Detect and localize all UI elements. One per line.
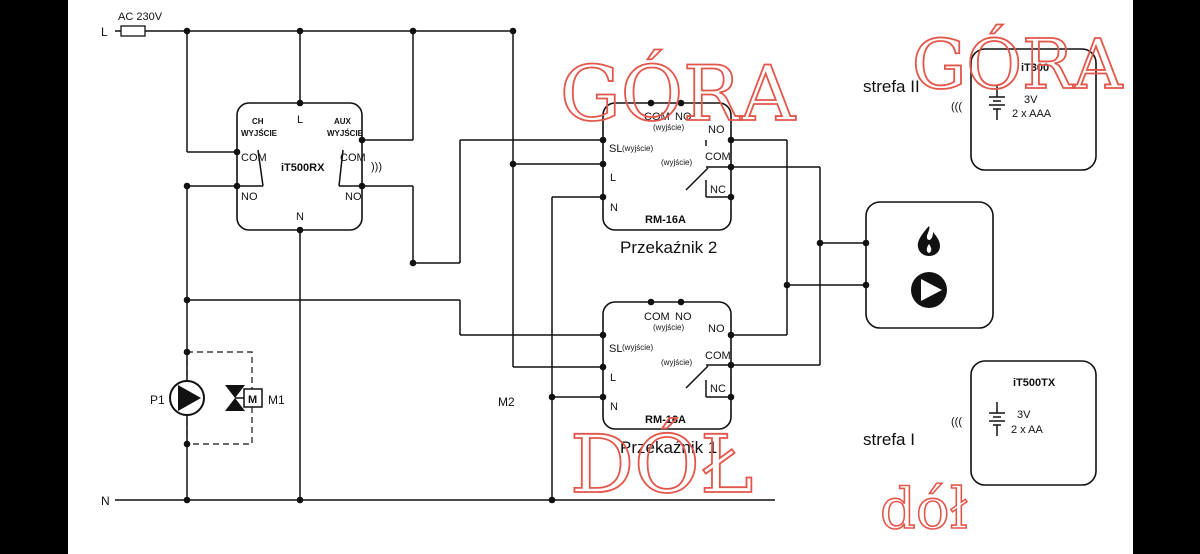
supply-label: AC 230V bbox=[118, 11, 163, 23]
relay-top-nc: NC bbox=[710, 184, 726, 196]
relay-top-no-top: NO bbox=[675, 111, 692, 123]
relay-top-caption: Przekaźnik 2 bbox=[620, 238, 717, 257]
relay-top-sl: SL bbox=[609, 143, 622, 155]
relay-bottom: COM NO (wyjście) NO SL (wyjście) COM (wy… bbox=[602, 301, 732, 430]
relay-top-no: NO bbox=[708, 124, 725, 136]
zone1-voltage: 3V bbox=[1017, 409, 1031, 421]
valve-label: M1 bbox=[268, 393, 285, 407]
zone1-label: strefa I bbox=[863, 430, 915, 449]
pump-label: P1 bbox=[150, 393, 165, 407]
controller-l-label: L bbox=[297, 114, 303, 126]
pump-valve-group: M P1 M1 bbox=[150, 351, 285, 445]
relay-bottom-n: N bbox=[610, 401, 618, 413]
zone1-battery: 2 x AA bbox=[1011, 424, 1043, 436]
handwriting-dol-right: dół bbox=[880, 477, 968, 542]
phase-label: L bbox=[101, 25, 108, 39]
zone2-voltage: 3V bbox=[1024, 94, 1038, 106]
relay-bottom-com-right: COM bbox=[705, 350, 731, 362]
relay-top-l: L bbox=[610, 172, 616, 184]
zone2-battery: 2 x AAA bbox=[1012, 108, 1052, 120]
relay-bottom-wyjscie-top: (wyjście) bbox=[653, 323, 684, 332]
m2-label: M2 bbox=[498, 395, 515, 409]
ch-no-label: NO bbox=[241, 191, 258, 203]
handwriting-gora-right: GÓRA bbox=[912, 25, 1123, 105]
ch-header: CH bbox=[252, 117, 264, 126]
relay-top-com: COM bbox=[644, 111, 670, 123]
handwriting-gora-left: GÓRA bbox=[560, 49, 796, 138]
wireless-icon: ))) bbox=[371, 161, 382, 173]
relay-top-wyjscie-sl: (wyjście) bbox=[622, 144, 653, 153]
relay-top-model: RM-16A bbox=[645, 214, 686, 226]
relay-bottom-no-top: NO bbox=[675, 311, 692, 323]
junction-dots bbox=[183, 27, 870, 504]
controller-n-label: N bbox=[296, 211, 304, 223]
motor-box bbox=[243, 388, 263, 408]
zone1-wireless-icon: ((( bbox=[951, 416, 962, 428]
zone2-device: iT300 bbox=[1021, 62, 1049, 74]
ch-output-label: WYJŚCIE bbox=[241, 129, 278, 138]
relay-bottom-no: NO bbox=[708, 323, 725, 335]
aux-com-label: COM bbox=[340, 152, 366, 164]
zone2-thermostat: iT300 3V 2 x AAA ((( bbox=[951, 48, 1097, 171]
ch-com-label: COM bbox=[241, 152, 267, 164]
relay-top: COM NO (wyjście) NO SL (wyjście) COM (wy… bbox=[602, 102, 732, 231]
relay-top-wyjscie-mid: (wyjście) bbox=[661, 158, 692, 167]
relay-top-n: N bbox=[610, 202, 618, 214]
aux-header: AUX bbox=[334, 117, 352, 126]
it500rx-module: CH WYJŚCIE AUX WYJŚCIE L N COM NO COM NO… bbox=[236, 102, 382, 231]
aux-no-label: NO bbox=[345, 191, 362, 203]
relay-bottom-caption: Przekaźnik 1 bbox=[620, 438, 717, 457]
flame-icon bbox=[917, 226, 940, 256]
relay-bottom-model: RM-16A bbox=[645, 414, 686, 426]
relay-bottom-com: COM bbox=[644, 311, 670, 323]
motor-letter: M bbox=[248, 394, 257, 406]
mains-lines: L AC 230V N bbox=[101, 11, 775, 508]
relay-bottom-l: L bbox=[610, 372, 616, 384]
battery-icon bbox=[989, 86, 1005, 120]
fuse-symbol bbox=[120, 25, 146, 37]
controller-name: iT500RX bbox=[281, 162, 325, 174]
zone2-label: strefa II bbox=[863, 77, 920, 96]
neutral-label: N bbox=[101, 494, 110, 508]
zone2-wireless-icon: ((( bbox=[951, 101, 962, 113]
boiler-pump-box bbox=[865, 201, 994, 329]
handwriting-dol-center: DÓŁ bbox=[570, 417, 753, 511]
handwritten-annotations: GÓRA GÓRA DÓŁ dół bbox=[559, 24, 1124, 543]
battery-icon bbox=[989, 402, 1005, 436]
relay-bottom-sl: SL bbox=[609, 343, 622, 355]
relay-bottom-nc: NC bbox=[710, 383, 726, 395]
relay-top-com-right: COM bbox=[705, 151, 731, 163]
aux-output-label: WYJŚCIE bbox=[327, 129, 364, 138]
zone1-device: iT500TX bbox=[1013, 377, 1056, 389]
relay-top-wyjscie-top: (wyjście) bbox=[653, 123, 684, 132]
relay-bottom-wyjscie-sl: (wyjście) bbox=[622, 343, 653, 352]
relay-bottom-wyjscie-mid: (wyjście) bbox=[661, 358, 692, 367]
zone1-thermostat: iT500TX 3V 2 x AA ((( bbox=[951, 360, 1097, 486]
